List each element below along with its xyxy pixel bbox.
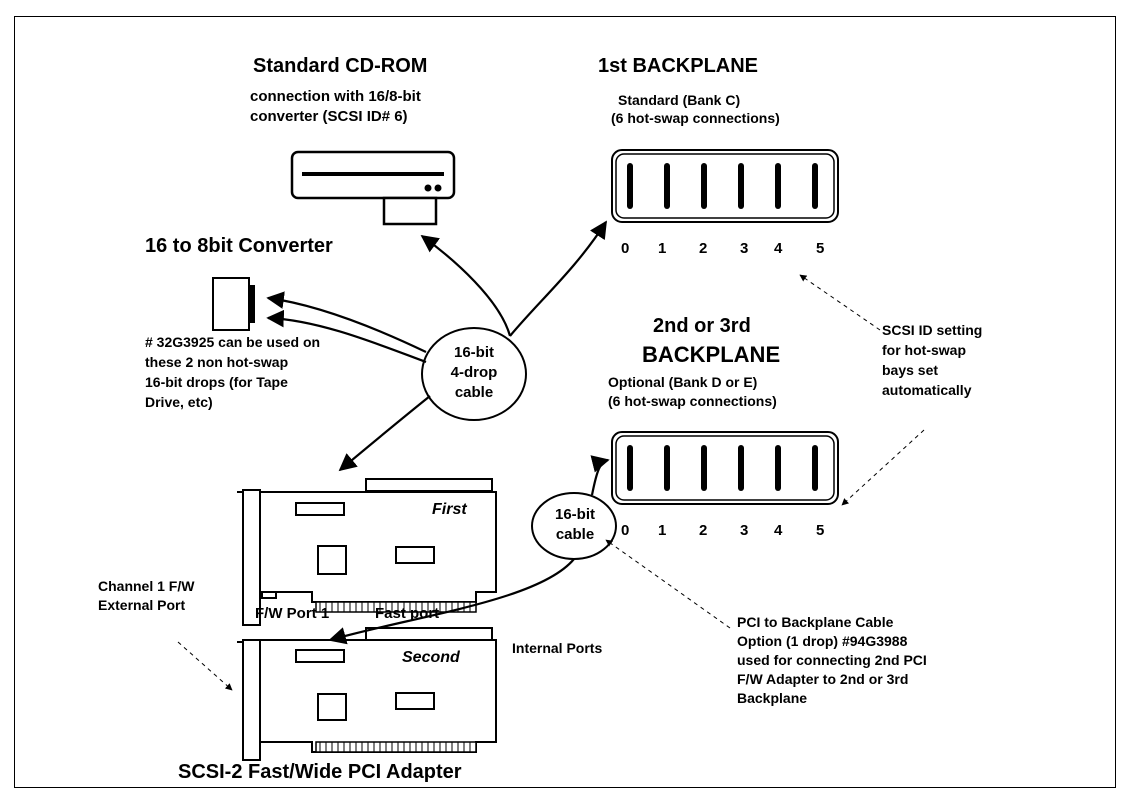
backplane-2-slot-id: 3 <box>740 522 749 539</box>
converter-icon <box>212 277 255 331</box>
cable-16bit-label-line-1: 16-bit <box>554 506 595 523</box>
fast-port-label: Fast port <box>375 605 440 622</box>
backplane-1-desc-line-1: Standard (Bank C) <box>618 92 741 108</box>
scsi-id-note-line-2: for hot-swap <box>882 342 966 358</box>
backplane-2-slot-id: 4 <box>774 522 783 539</box>
cable-to-converter-upper <box>266 291 427 353</box>
backplane-2-title-line-2: BACKPLANE <box>642 342 781 367</box>
cable-4drop-label-line-3: cable <box>454 384 494 401</box>
backplane-2-slot-id: 2 <box>699 522 708 539</box>
pointer-pci-cable <box>605 539 731 629</box>
scsi-id-note-line-4: automatically <box>882 382 972 398</box>
pointer-scsi-id-bp2 <box>841 429 925 506</box>
cable-to-fw-port <box>328 558 575 645</box>
internal-ports-label: Internal Ports <box>512 640 603 656</box>
converter-note-line-3: 16-bit drops (for Tape <box>145 374 288 390</box>
adapter-title: SCSI-2 Fast/Wide PCI Adapter <box>178 761 462 783</box>
converter-note-line-1: # 32G3925 can be used on <box>145 334 321 350</box>
backplane-1-slot-id: 3 <box>740 240 749 257</box>
cable-to-backplane-1 <box>509 220 607 337</box>
scsi-id-note-line-1: SCSI ID setting <box>882 322 983 338</box>
converter-title: 16 to 8bit Converter <box>145 235 333 257</box>
cable-4drop-ellipse <box>421 327 527 421</box>
pointer-external-port <box>177 641 233 691</box>
adapter-first-card-icon <box>237 478 497 626</box>
external-port-label-line-2: External Port <box>98 597 186 613</box>
backplane-2-slot-id: 0 <box>621 522 630 539</box>
pci-cable-note-line-3: used for connecting 2nd PCI <box>737 652 927 668</box>
cable-16bit-label-line-2: cable <box>555 526 595 543</box>
pci-cable-note-line-5: Backplane <box>737 690 808 706</box>
backplane-1-icon <box>611 149 839 223</box>
backplane-1-title: 1st BACKPLANE <box>598 55 759 77</box>
adapter-second-label: Second <box>402 649 460 666</box>
backplane-1-slot-id: 5 <box>816 240 825 257</box>
cable-to-backplane-2 <box>590 455 610 496</box>
cable-4drop-label-line-2: 4-drop <box>450 364 498 381</box>
backplane-2-icon <box>611 431 839 505</box>
backplane-1-slot-id: 2 <box>699 240 708 257</box>
figure-frame <box>14 16 1116 788</box>
fw-port-label: F/W Port 1 <box>255 605 330 622</box>
backplane-2-desc-line-1: Optional (Bank D or E) <box>608 374 758 390</box>
scsi-id-note-line-3: bays set <box>882 362 939 378</box>
backplane-1-slot-id: 1 <box>658 240 667 257</box>
pci-cable-note-line-2: Option (1 drop) #94G3988 <box>737 633 908 649</box>
cdrom-title: Standard CD-ROM <box>253 55 428 77</box>
cdrom-desc-line-2: converter (SCSI ID# 6) <box>250 108 408 125</box>
converter-note-line-4: Drive, etc) <box>145 394 213 410</box>
cdrom-drive-icon <box>290 150 456 226</box>
external-port-label-line-1: Channel 1 F/W <box>98 578 195 594</box>
backplane-1-desc-line-2: (6 hot-swap connections) <box>611 110 780 126</box>
cable-to-adapter-first <box>338 395 431 472</box>
cdrom-desc-line-1: connection with 16/8-bit <box>250 88 421 105</box>
backplane-1-slot-id: 0 <box>621 240 630 257</box>
backplane-2-title-line-1: 2nd or 3rd <box>653 315 751 337</box>
pointer-scsi-id-bp1 <box>799 274 881 331</box>
backplane-2-desc-line-2: (6 hot-swap connections) <box>608 393 777 409</box>
pci-cable-note-line-1: PCI to Backplane Cable <box>737 614 894 630</box>
cable-to-cdrom <box>420 234 512 337</box>
backplane-1-slot-id: 4 <box>774 240 783 257</box>
backplane-2-slot-id: 1 <box>658 522 667 539</box>
adapter-second-card-icon <box>237 627 497 761</box>
pci-cable-note-line-4: F/W Adapter to 2nd or 3rd <box>737 671 909 687</box>
cable-4drop-label-line-1: 16-bit <box>453 344 494 361</box>
cable-to-converter-lower <box>266 309 427 364</box>
adapter-first-label: First <box>432 501 467 518</box>
backplane-2-slot-id: 5 <box>816 522 825 539</box>
converter-note-line-2: these 2 non hot-swap <box>145 354 289 370</box>
